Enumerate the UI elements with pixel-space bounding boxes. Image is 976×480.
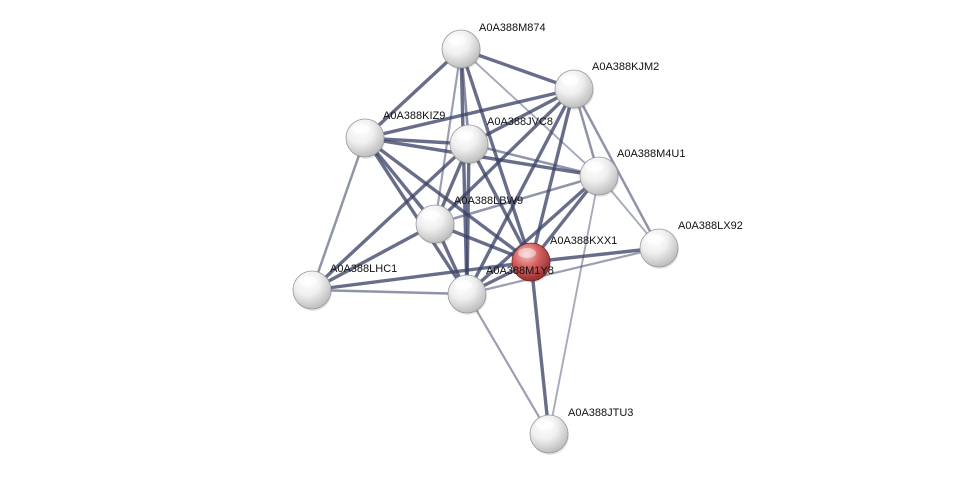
edge-A0A388M874-A0A388KXX1: [459, 47, 533, 264]
node-A0A388M1Y8[interactable]: [447, 274, 487, 315]
node-A0A388KXX1[interactable]: [511, 242, 551, 283]
edge-A0A388JVC8-A0A388M4U1: [467, 142, 601, 178]
node-A0A388KJM2[interactable]: [554, 69, 594, 110]
edge-A0A388M4U1-A0A388JTU3: [548, 175, 600, 435]
node-label-A0A388M4U1: A0A388M4U1: [617, 148, 686, 160]
node-label-A0A388JTU3: A0A388JTU3: [568, 407, 633, 419]
node-A0A388M874[interactable]: [441, 29, 481, 70]
edge-A0A388M1Y8-A0A388LHC1: [310, 288, 469, 296]
node-layer: [292, 29, 679, 455]
node-label-A0A388LBW9: A0A388LBW9: [454, 195, 523, 207]
node-A0A388LBW9[interactable]: [415, 204, 455, 245]
node-highlight: [352, 124, 370, 134]
node-highlight: [536, 420, 554, 430]
node-highlight: [299, 276, 317, 286]
edge-A0A388M874-A0A388KJM2: [459, 47, 576, 91]
edge-A0A388KJM2-A0A388JVC8: [467, 87, 576, 146]
edge-A0A388KJM2-A0A388KIZ9: [363, 87, 576, 140]
edge-A0A388M4U1-A0A388LBW9: [433, 174, 601, 226]
edge-A0A388KIZ9-A0A388M1Y8: [363, 136, 469, 296]
node-highlight: [561, 75, 579, 85]
edge-A0A388M874-A0A388KIZ9: [363, 47, 463, 140]
node-label-A0A388LX92: A0A388LX92: [678, 220, 743, 232]
node-label-A0A388KXX1: A0A388KXX1: [550, 235, 617, 247]
edge-A0A388KXX1-A0A388LX92: [529, 246, 661, 264]
edge-A0A388JVC8-A0A388LHC1: [310, 142, 471, 292]
node-highlight: [518, 248, 536, 258]
edge-A0A388KJM2-A0A388M1Y8: [465, 87, 576, 296]
node-A0A388KIZ9[interactable]: [345, 118, 385, 159]
node-A0A388JVC8[interactable]: [449, 124, 489, 165]
node-highlight: [448, 35, 466, 45]
edge-A0A388KJM2-A0A388LBW9: [433, 87, 576, 226]
node-label-A0A388M1Y8: A0A388M1Y8: [486, 265, 554, 277]
edge-A0A388KXX1-A0A388JTU3: [529, 260, 551, 436]
node-A0A388M4U1[interactable]: [579, 156, 619, 197]
node-A0A388LX92[interactable]: [639, 228, 679, 269]
edge-A0A388JVC8-A0A388KXX1: [467, 142, 533, 264]
node-highlight: [422, 210, 440, 220]
node-label-A0A388KJM2: A0A388KJM2: [592, 61, 659, 73]
edge-A0A388KXX1-A0A388LHC1: [310, 260, 533, 292]
edge-layer: [310, 47, 661, 436]
edge-A0A388LBW9-A0A388LHC1: [310, 222, 437, 292]
edge-A0A388M4U1-A0A388M1Y8: [465, 174, 601, 296]
node-label-A0A388LHC1: A0A388LHC1: [330, 263, 397, 275]
edge-A0A388KJM2-A0A388KXX1: [529, 87, 576, 264]
edge-A0A388M1Y8-A0A388JTU3: [465, 292, 551, 436]
node-highlight: [646, 234, 664, 244]
node-highlight: [586, 162, 604, 172]
node-A0A388LHC1[interactable]: [292, 270, 332, 311]
node-label-A0A388JVC8: A0A388JVC8: [487, 116, 553, 128]
node-highlight: [456, 130, 474, 140]
edge-A0A388M1Y8-A0A388LX92: [465, 246, 661, 296]
node-highlight: [454, 280, 472, 290]
node-label-A0A388KIZ9: A0A388KIZ9: [383, 110, 445, 122]
query-node-sphere[interactable]: [511, 242, 551, 282]
node-A0A388JTU3[interactable]: [529, 414, 569, 455]
edge-A0A388KIZ9-A0A388LHC1: [310, 136, 367, 292]
edge-A0A388KIZ9-A0A388KXX1: [363, 136, 533, 264]
node-label-A0A388M874: A0A388M874: [479, 22, 546, 34]
